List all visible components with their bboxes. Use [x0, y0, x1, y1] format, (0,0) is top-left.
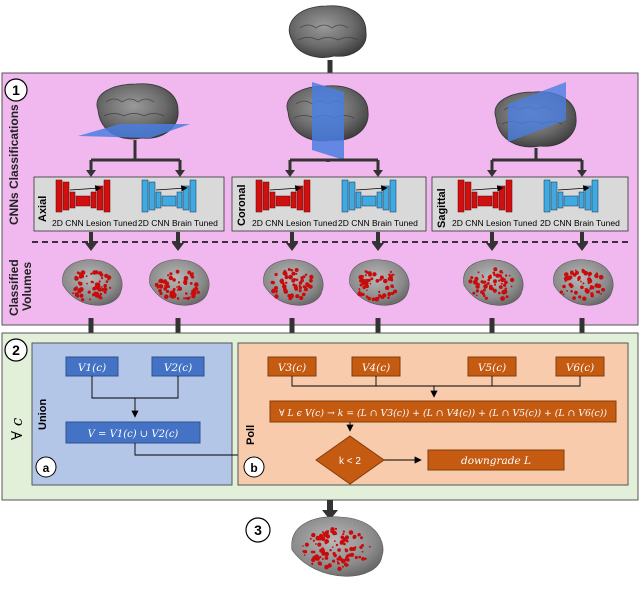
axial-cnn-box: Axial 2D CNN Lesion Tuned 2D CNN Brain T…	[33, 176, 225, 232]
coronal-brain-icon	[286, 82, 369, 160]
branch-connectors	[89, 140, 584, 172]
coronal-brain-label: 2D CNN Brain Tuned	[338, 218, 418, 228]
coronal-cnn-box: Coronal 2D CNN Lesion Tuned 2D CNN Brain…	[231, 176, 427, 232]
lesion-brain-icon	[62, 259, 123, 306]
downgrade-box	[427, 449, 565, 471]
classified-label-2: Volumes	[20, 262, 34, 311]
v3-label: V3(c)	[278, 362, 306, 374]
lesion-brain-icon	[291, 516, 384, 577]
sagittal-brain-icon	[494, 82, 577, 148]
union-label: Union	[37, 399, 49, 430]
poll-formula: ∀ L ϵ V(c) → k = (L ∩ V3(c)) + (L ∩ V4(c…	[279, 408, 607, 419]
poll-badge	[243, 456, 265, 478]
stage2-number: 2	[12, 342, 20, 358]
stage1-badge	[4, 78, 28, 102]
axial-lesion-label: 2D CNN Lesion Tuned	[52, 218, 137, 228]
stage3-number: 3	[254, 522, 262, 538]
sagittal-label: Sagittal	[436, 188, 448, 228]
poll-badge-letter: b	[250, 461, 257, 475]
lesion-brain-icon	[149, 259, 210, 306]
lesion-brain-icon	[263, 259, 324, 306]
classified-volumes	[62, 259, 614, 306]
stage3-badge	[245, 517, 271, 543]
union-badge-letter: a	[43, 461, 50, 475]
downgrade-label: downgrade L	[461, 455, 531, 467]
axial-brain-icon	[78, 83, 190, 140]
condition-diamond	[315, 435, 385, 485]
union-result-box	[65, 421, 201, 444]
sagittal-brain-label: 2D CNN Brain Tuned	[540, 218, 620, 228]
lesion-cnn-icon	[55, 179, 111, 213]
v4-label: V4(c)	[362, 362, 390, 374]
stage1-number: 1	[12, 82, 20, 98]
coronal-lesion-label: 2D CNN Lesion Tuned	[252, 218, 337, 228]
v1-label: V1(c)	[78, 362, 106, 374]
axial-label: Axial	[37, 196, 49, 222]
output-brain-icon	[291, 516, 384, 577]
forall-label: ∀ c	[8, 417, 26, 440]
lesion-brain-icon	[553, 259, 614, 306]
sagittal-cnn-box: Sagittal 2D CNN Lesion Tuned 2D CNN Brai…	[431, 176, 629, 232]
condition-label: k < 2	[339, 456, 361, 467]
classified-label-1: Classified	[7, 259, 21, 316]
v5-label: V5(c)	[478, 362, 506, 374]
v2-label: V2(c)	[164, 362, 192, 374]
poll-label: Poll	[245, 425, 257, 445]
v6-label: V6(c)	[566, 362, 594, 374]
stage2-badge	[4, 338, 28, 362]
coronal-label: Coronal	[236, 184, 248, 226]
stage1-side-label: CNNs Classifications	[7, 104, 21, 225]
lesion-brain-icon	[349, 259, 410, 306]
poll-formula-box	[269, 400, 617, 423]
input-brain-icon	[288, 5, 367, 58]
axial-brain-label: 2D CNN Brain Tuned	[138, 218, 218, 228]
union-badge	[35, 456, 57, 478]
union-result-label: V = V1(c) ∪ V2(c)	[88, 429, 179, 440]
sagittal-lesion-label: 2D CNN Lesion Tuned	[452, 218, 537, 228]
lesion-brain-icon	[463, 259, 524, 306]
brain-cnn-icon	[141, 179, 197, 213]
